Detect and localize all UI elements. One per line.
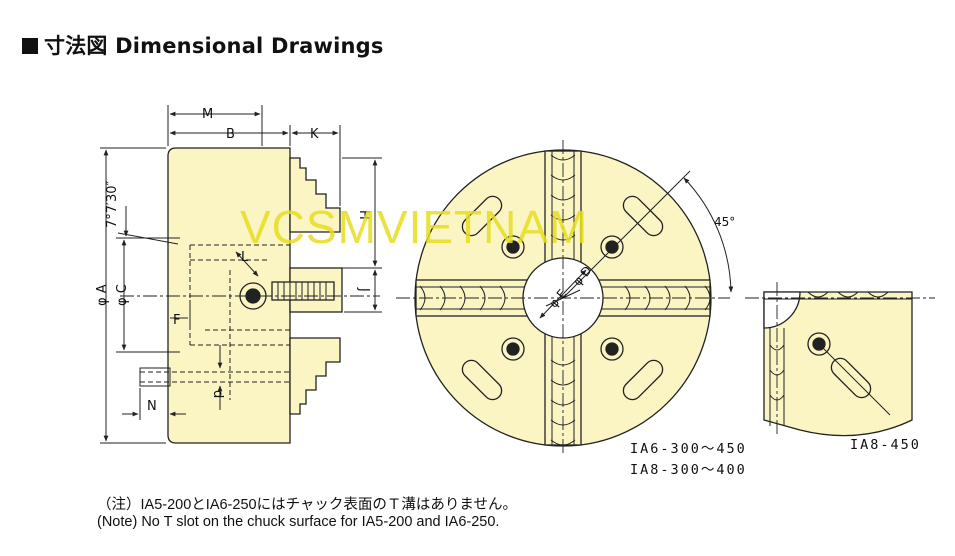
dim-label-F: F bbox=[173, 313, 180, 328]
dim-label-J: J bbox=[356, 287, 371, 292]
model-label-front-1: IA6-300～450 bbox=[630, 441, 747, 457]
model-label-front-2: IA8-300～400 bbox=[630, 462, 747, 478]
dim-label-N: N bbox=[147, 399, 157, 414]
t-slot-br bbox=[622, 359, 664, 401]
dim-label-L: L bbox=[241, 250, 249, 265]
dim-label-phiA: φ A bbox=[95, 284, 110, 306]
model-label-partial: IA8-450 bbox=[850, 437, 921, 453]
top-jaw bbox=[289, 157, 341, 233]
t-slot-tr bbox=[622, 195, 664, 237]
front-angle-label: 45° bbox=[714, 215, 735, 229]
note-japanese: （注）IA5-200とIA6-250にはチャック表面のＴ溝はありません。 bbox=[97, 497, 517, 513]
screw-teeth bbox=[271, 281, 335, 301]
title-square-icon bbox=[22, 38, 38, 54]
partial-view bbox=[745, 282, 935, 437]
title-text: 寸法図 Dimensional Drawings bbox=[44, 34, 384, 58]
dim-label-d: d bbox=[210, 390, 225, 398]
dim-label-phiC: φ C bbox=[115, 284, 130, 306]
page-title: 寸法図 Dimensional Drawings bbox=[22, 30, 384, 60]
dim-label-K: K bbox=[310, 127, 319, 142]
dim-label-angle: 7°7′30″ bbox=[105, 180, 120, 228]
watermark: VCSMVIETNAM bbox=[240, 201, 589, 253]
partial-t-slot bbox=[830, 357, 872, 399]
chuck-body-side bbox=[167, 147, 291, 444]
t-slot-tl bbox=[461, 195, 503, 237]
dim-label-M: M bbox=[202, 107, 213, 122]
bottom-jaw bbox=[289, 337, 341, 415]
dim-label-B: B bbox=[226, 127, 235, 142]
side-view-labels: M B K H J L φ A φ C F N d 7°7′30″ bbox=[95, 107, 371, 414]
dim-label-H: H bbox=[356, 210, 371, 220]
note-english: (Note) No T slot on the chuck surface fo… bbox=[97, 514, 500, 530]
side-view bbox=[100, 105, 382, 444]
front-view bbox=[396, 140, 734, 456]
